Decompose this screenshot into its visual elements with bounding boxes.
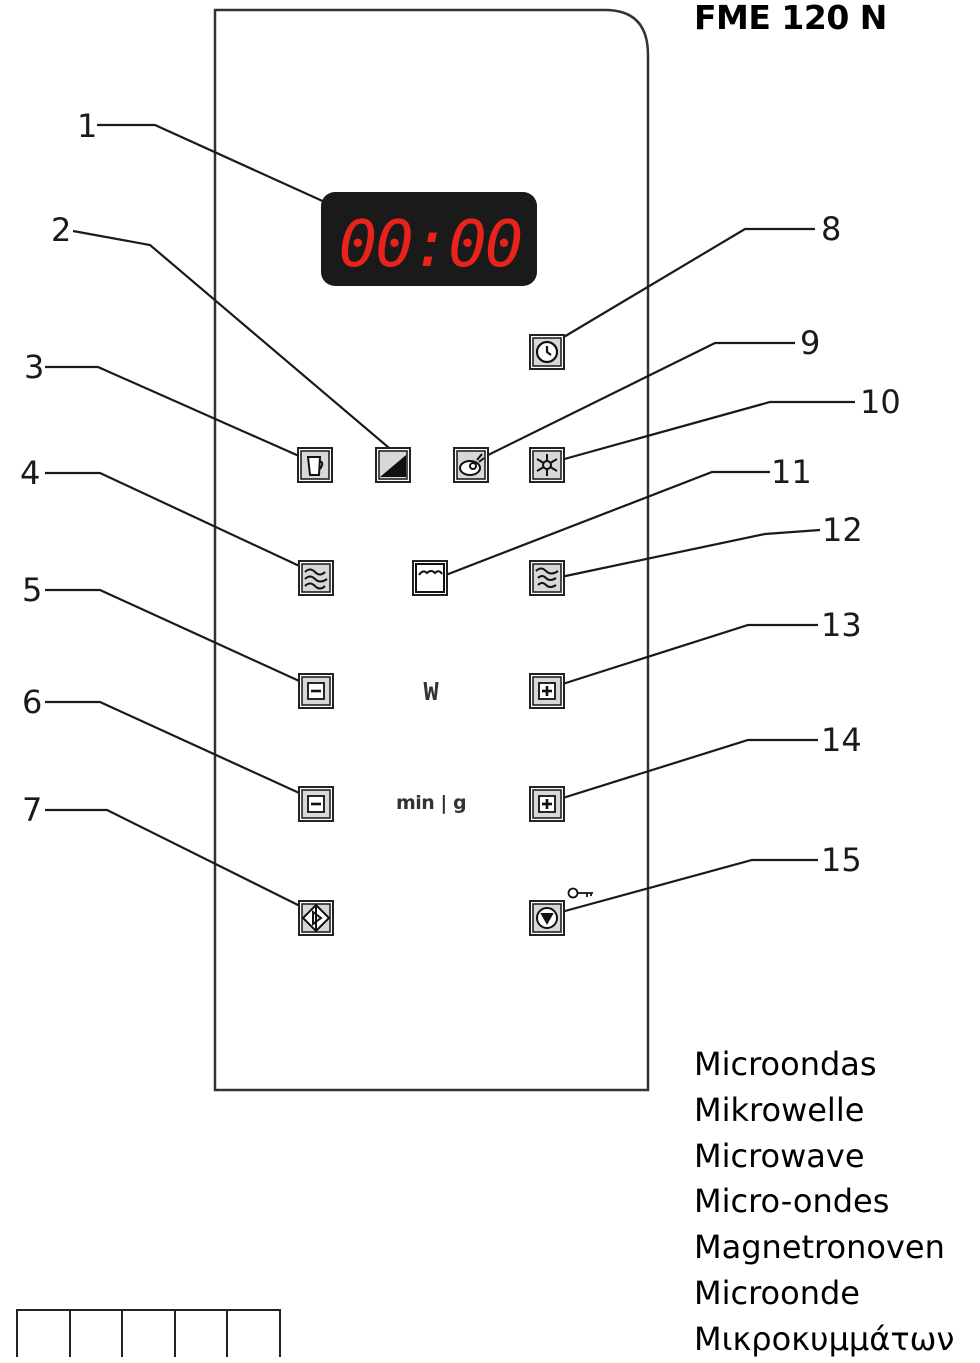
roast-chicken-button[interactable]	[453, 447, 489, 483]
power-label: W	[423, 677, 439, 706]
time-weight-label: min | g	[396, 792, 466, 814]
code-box-cell	[226, 1311, 279, 1357]
start-button[interactable]	[298, 900, 334, 936]
leader-line-15	[553, 858, 818, 916]
key-lock-icon	[567, 887, 593, 899]
leader-line-3	[45, 365, 309, 462]
combi-grill-microwave-icon	[535, 567, 559, 588]
code-box-cell	[121, 1311, 174, 1357]
leader-line-13	[549, 623, 818, 690]
grill-button[interactable]	[412, 560, 448, 596]
code-entry-boxes	[16, 1309, 281, 1357]
leader-line-6	[45, 700, 309, 799]
callout-2: 2	[51, 211, 71, 249]
time-plus-button[interactable]	[529, 786, 565, 822]
leader-lines	[45, 123, 855, 916]
slope-button[interactable]	[375, 447, 411, 483]
stop-icon	[536, 907, 558, 929]
minus-icon	[307, 795, 325, 813]
product-name-nl: Magnetronoven	[694, 1228, 945, 1267]
roast-chicken-icon	[459, 453, 485, 476]
leader-line-1	[97, 123, 361, 220]
code-box-cell	[68, 1311, 122, 1357]
snowflake-defrost-icon	[536, 454, 558, 476]
callout-14: 14	[821, 721, 862, 759]
leader-line-2	[72, 229, 396, 454]
display-time: 00:00	[339, 208, 522, 282]
callout-7: 7	[22, 791, 42, 829]
code-box-cell	[18, 1311, 69, 1357]
power-plus-button[interactable]	[529, 673, 565, 709]
leader-line-14	[549, 738, 818, 804]
callout-12: 12	[822, 511, 863, 549]
leader-line-8	[546, 227, 815, 348]
callout-13: 13	[821, 606, 862, 644]
callout-11: 11	[771, 453, 812, 491]
microwave-button[interactable]	[298, 560, 334, 596]
stop-button[interactable]	[529, 900, 565, 936]
callout-3: 3	[24, 348, 44, 386]
plus-icon	[538, 682, 556, 700]
defrost-button[interactable]	[529, 447, 565, 483]
callout-4: 4	[20, 454, 40, 492]
leader-line-11	[437, 470, 770, 580]
callout-10: 10	[860, 383, 901, 421]
leader-line-7	[45, 808, 309, 911]
start-icon	[301, 903, 331, 933]
callout-1: 1	[77, 107, 97, 145]
plus-icon	[538, 795, 556, 813]
callout-5: 5	[22, 571, 42, 609]
callout-9: 9	[800, 324, 820, 362]
product-name-de: Mikrowelle	[694, 1090, 865, 1129]
callout-8: 8	[821, 210, 841, 248]
microwave-waves-icon	[304, 568, 328, 590]
combi-button[interactable]	[529, 560, 565, 596]
mug-icon	[306, 456, 324, 476]
grill-icon	[415, 563, 445, 593]
product-name-list: Microondas Mikrowelle Microwave Micro-on…	[694, 1042, 954, 1363]
minus-icon	[307, 682, 325, 700]
clock-icon	[535, 340, 559, 364]
panel-outline	[213, 8, 650, 1092]
product-name-en: Microwave	[694, 1136, 865, 1175]
callout-6: 6	[22, 683, 42, 721]
leader-line-12	[555, 528, 821, 580]
product-name-fr: Micro-ondes	[694, 1182, 890, 1221]
leader-line-5	[45, 588, 309, 687]
leader-line-9	[477, 341, 795, 461]
leader-line-4	[45, 471, 309, 571]
callout-15: 15	[821, 841, 862, 879]
leader-line-10	[549, 400, 855, 465]
clock-button[interactable]	[529, 334, 565, 370]
callout-numbers: 1 2 3 4 5 6 7 8 9 10 11 12 13 14 15	[20, 107, 901, 879]
time-minus-button[interactable]	[298, 786, 334, 822]
display-screen	[321, 192, 537, 286]
model-title: FME 120 N	[694, 0, 887, 37]
product-name-it: Microonde	[694, 1273, 860, 1312]
code-box-cell	[173, 1311, 227, 1357]
mug-button[interactable]	[297, 447, 333, 483]
power-minus-button[interactable]	[298, 673, 334, 709]
product-name-el: Μικροκυμμάτων	[694, 1319, 955, 1358]
product-name-es: Microondas	[694, 1045, 877, 1083]
